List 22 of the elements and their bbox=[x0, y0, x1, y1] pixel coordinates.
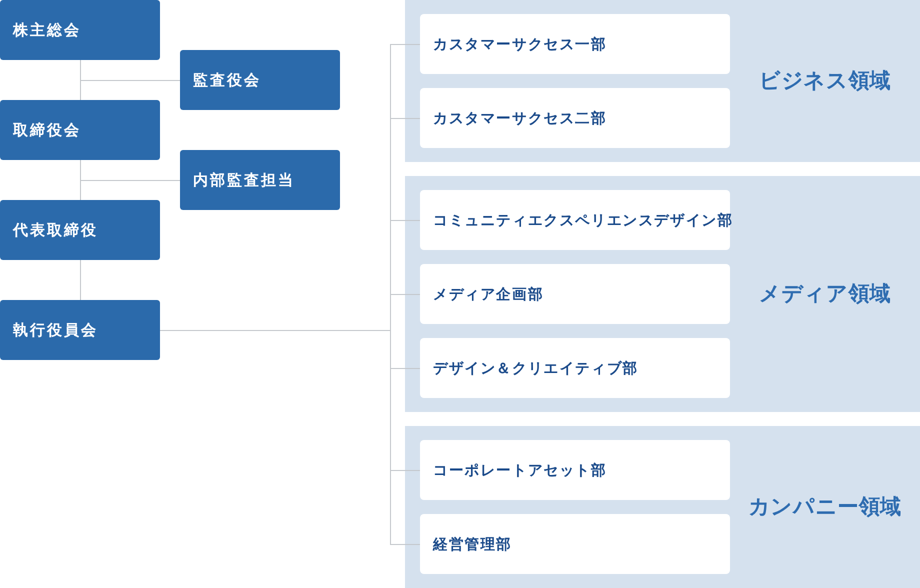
department-box: メディア企画部 bbox=[420, 264, 730, 324]
department-box: デザイン＆クリエイティブ部 bbox=[420, 338, 730, 398]
organization-box: 取締役会 bbox=[0, 100, 160, 160]
organization-box: 内部監査担当 bbox=[180, 150, 340, 210]
division-band bbox=[405, 176, 920, 412]
connector-line bbox=[80, 60, 81, 100]
organization-box: 監査役会 bbox=[180, 50, 340, 110]
organization-box: 代表取締役 bbox=[0, 200, 160, 260]
organization-box: 株主総会 bbox=[0, 0, 160, 60]
department-box: コーポレートアセット部 bbox=[420, 440, 730, 500]
department-box: コミュニティエクスペリエンスデザイン部 bbox=[420, 190, 730, 250]
band-label: ビジネス領域 bbox=[759, 68, 891, 94]
connector-line bbox=[80, 160, 81, 200]
department-box: カスタマーサクセス一部 bbox=[420, 14, 730, 74]
band-label: メディア領域 bbox=[759, 281, 891, 307]
division-band bbox=[405, 426, 920, 588]
connector-line bbox=[80, 260, 81, 300]
department-box: 経営管理部 bbox=[420, 514, 730, 574]
band-label: カンパニー領域 bbox=[748, 494, 902, 520]
department-box: カスタマーサクセス二部 bbox=[420, 88, 730, 148]
division-band bbox=[405, 0, 920, 162]
organization-box: 執行役員会 bbox=[0, 300, 160, 360]
